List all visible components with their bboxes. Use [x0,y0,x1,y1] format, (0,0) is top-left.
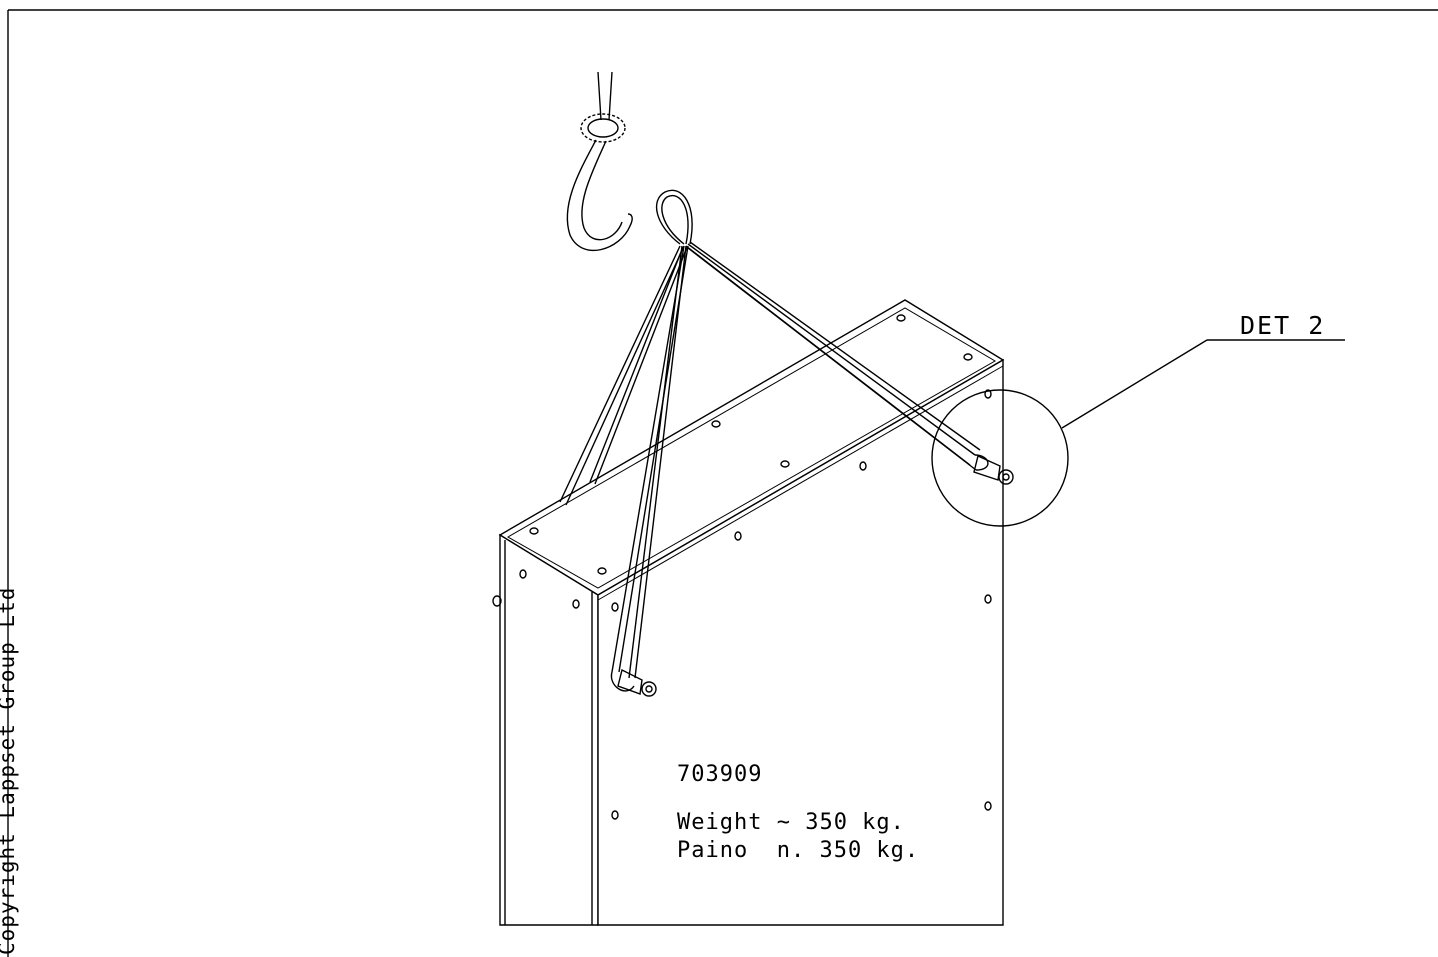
product-info: 703909 Weight ~ 350 kg. Paino n. 350 kg. [677,762,919,863]
copyright-text: Copyright Lappset Group Ltd [0,587,19,955]
weight-english: Weight ~ 350 kg. [677,810,905,835]
bolt-holes [492,314,992,820]
drawing-frame [7,9,1438,957]
detail-label: DET 2 [1240,311,1325,340]
weight-finnish: Paino n. 350 kg. [677,838,919,863]
product-code: 703909 [677,762,762,787]
detail-callout: DET 2 [931,311,1345,527]
crane-hook-icon [566,71,633,252]
equipment-cabinet [492,299,1005,926]
eye-bolt-left [617,668,657,697]
eye-bolt-right [973,455,1014,485]
lifting-sling [559,189,989,692]
